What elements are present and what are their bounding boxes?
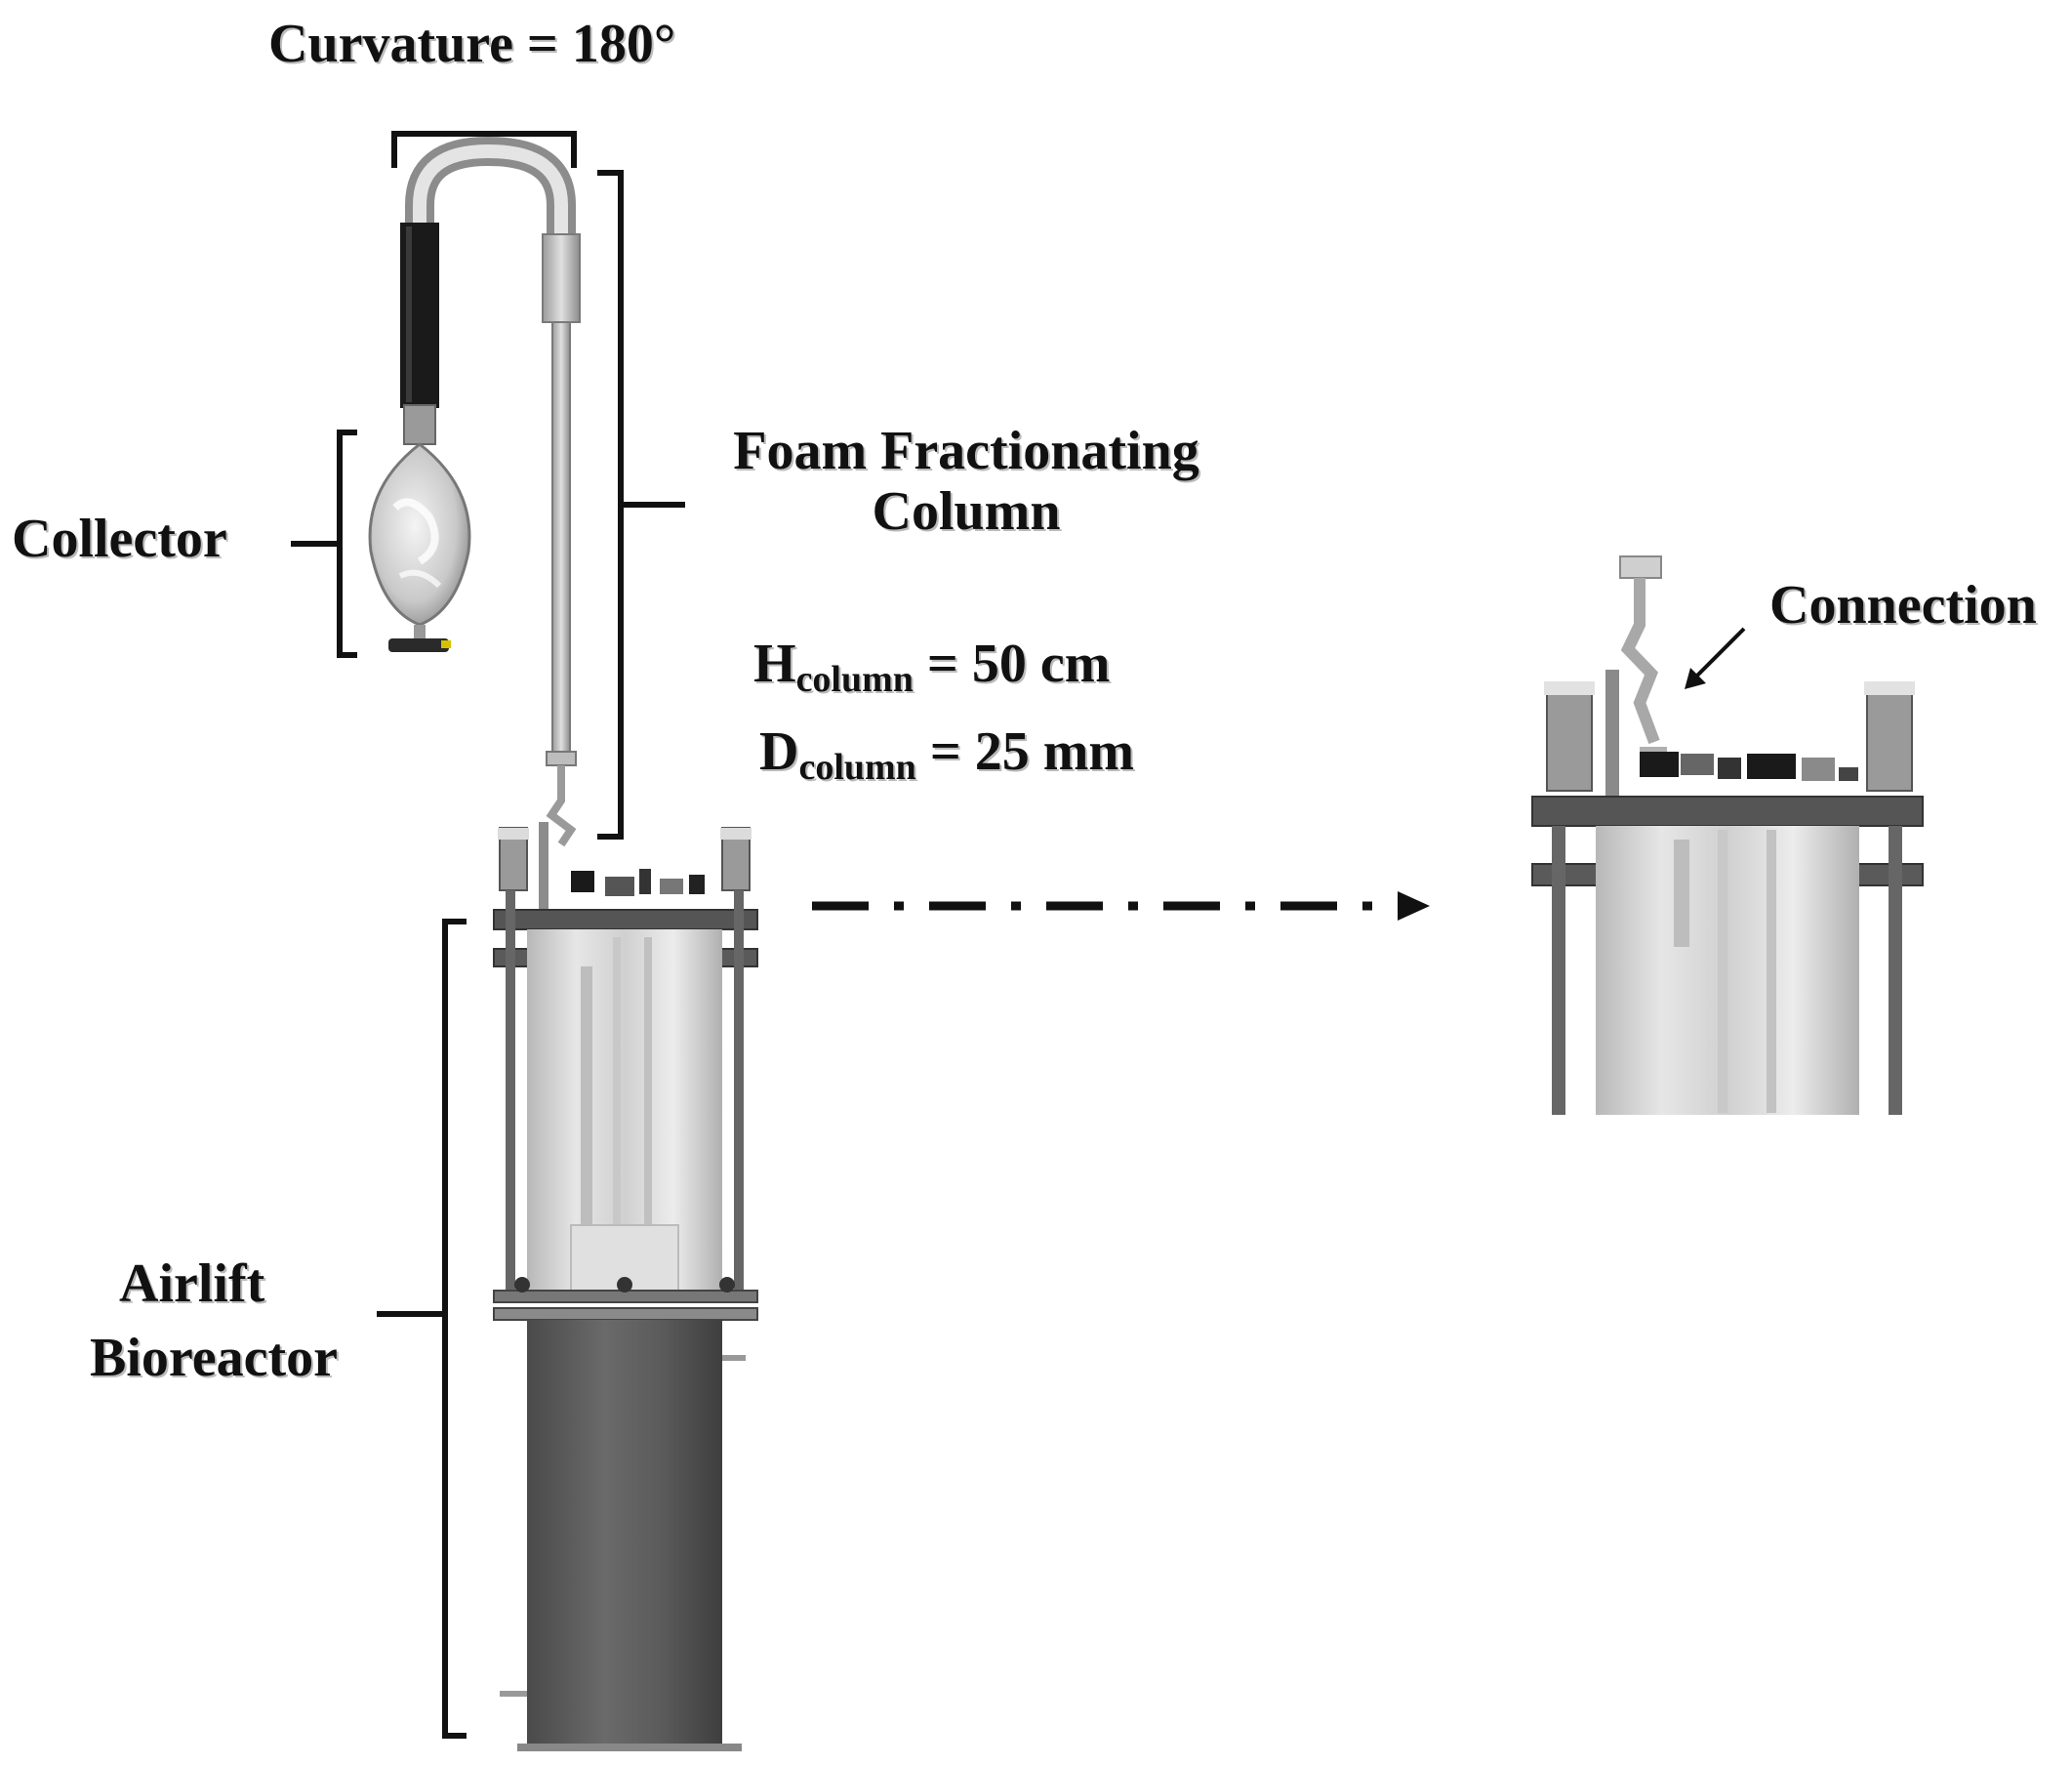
zoom-arrow [812, 891, 1430, 921]
column-diameter-label: Dcolumn = 25 mm [759, 721, 1135, 788]
bioreactor-bracket [377, 919, 467, 1739]
bioreactor-bottom-flange [493, 1277, 758, 1321]
airlift-bioreactor-label: Airlift Bioreactor [90, 1248, 338, 1395]
diameter-subscript: column [798, 747, 916, 788]
connection-arrow [1685, 627, 1746, 689]
height-subscript: column [795, 659, 914, 700]
airlift-label-line2: Bioreactor [90, 1327, 338, 1388]
diameter-symbol: D [759, 721, 799, 782]
collector-hose [400, 223, 439, 445]
diameter-value: = 25 mm [915, 721, 1135, 782]
collector-label: Collector [12, 509, 227, 569]
foam-column-label-line1: Foam Fractionating [733, 421, 1199, 481]
zoom-inset [1531, 555, 1924, 1115]
foam-column-tube [542, 233, 581, 847]
bioreactor-steel-base [500, 1320, 746, 1751]
column-height-label: Hcolumn = 50 cm [753, 634, 1111, 700]
connection-label: Connection [1769, 575, 2037, 636]
foam-column-label: Foam Fractionating Column [722, 421, 1210, 542]
bioreactor-tie-rods [506, 890, 744, 1300]
curvature-label: Curvature = 180° [268, 14, 676, 74]
height-value: = 50 cm [913, 634, 1111, 694]
foam-column-label-line2: Column [872, 480, 1061, 542]
u-bend-tube [405, 136, 576, 239]
collector-bracket [291, 430, 357, 658]
height-symbol: H [753, 634, 796, 694]
bioreactor-glass-vessel [527, 929, 722, 1294]
curvature-bracket [391, 131, 577, 168]
airlift-label-line1: Airlift [119, 1253, 265, 1314]
collector-vessel [368, 442, 471, 652]
bioreactor-lid-fittings [498, 822, 752, 910]
column-bracket [597, 170, 685, 840]
